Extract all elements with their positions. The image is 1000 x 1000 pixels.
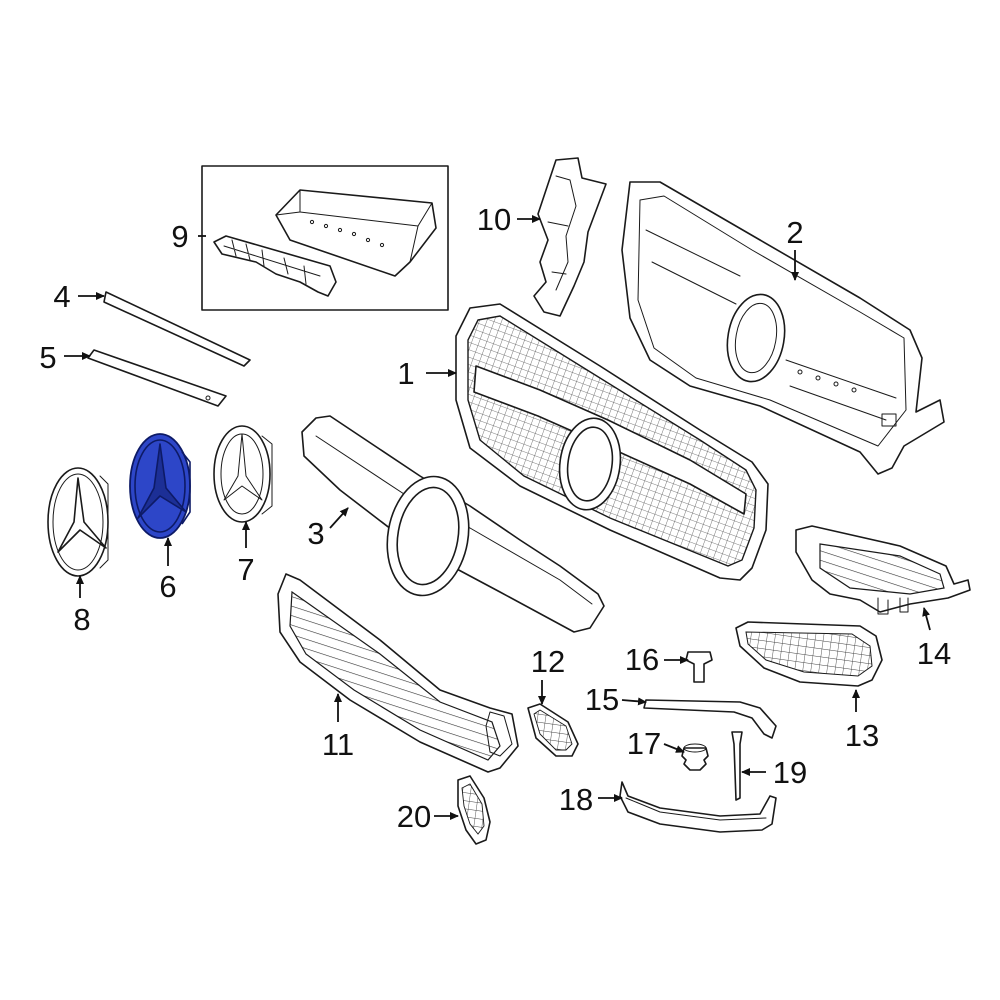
part-19-rivet	[731, 731, 743, 801]
callout-9: 9	[171, 219, 188, 254]
callout-labels: 1 2 3 4 5 6 7 8 9 10 11 12 13 14 15 16 1…	[39, 202, 951, 834]
leader-arrows	[64, 215, 931, 820]
part-1-mesh-grille	[455, 303, 769, 581]
callout-12: 12	[531, 644, 565, 679]
part-9-seal-strip	[213, 235, 337, 297]
callout-13: 13	[845, 718, 879, 753]
part-10-bracket	[533, 157, 607, 317]
arrow-15	[621, 697, 647, 706]
callout-18: 18	[559, 782, 593, 817]
callout-5: 5	[39, 340, 56, 375]
callout-3: 3	[307, 516, 324, 551]
callout-4: 4	[53, 279, 70, 314]
part-13-mesh-insert	[735, 621, 883, 687]
part-18-lower-molding	[619, 781, 777, 833]
callout-10: 10	[477, 202, 511, 237]
part-17-nut	[681, 743, 709, 771]
callout-20: 20	[397, 799, 431, 834]
part-8-star-emblem	[47, 467, 109, 577]
part-5-trim-strip	[87, 349, 227, 407]
callout-15: 15	[585, 682, 619, 717]
callout-17: 17	[627, 726, 661, 761]
callout-6: 6	[159, 569, 176, 604]
arrow-3	[329, 507, 349, 529]
part-4-trim-strip	[103, 291, 251, 367]
callout-7: 7	[237, 552, 254, 587]
callout-14: 14	[917, 636, 951, 671]
arrow-17	[663, 743, 685, 753]
part-14-fog-lamp-trim	[795, 525, 971, 615]
part-20-badge	[457, 775, 491, 845]
callout-2: 2	[786, 215, 803, 250]
part-9-inset-box	[201, 165, 449, 311]
part-2-grille-frame	[621, 181, 945, 475]
part-9-duct	[275, 189, 437, 277]
part-15-molding	[643, 699, 777, 739]
part-11-lower-grille	[277, 573, 519, 773]
part-16-clip	[685, 651, 713, 683]
inset-frame	[201, 165, 449, 311]
part-12-insert	[527, 703, 579, 757]
arrow-14	[922, 607, 931, 631]
part-6-star-emblem-highlighted[interactable]	[129, 433, 191, 539]
callout-1: 1	[397, 356, 414, 391]
part-3-chrome-bar	[301, 415, 605, 633]
callout-8: 8	[73, 602, 90, 637]
callout-16: 16	[625, 642, 659, 677]
callout-11: 11	[322, 727, 354, 762]
part-7-emblem-mount	[213, 425, 273, 523]
callout-19: 19	[773, 755, 807, 790]
